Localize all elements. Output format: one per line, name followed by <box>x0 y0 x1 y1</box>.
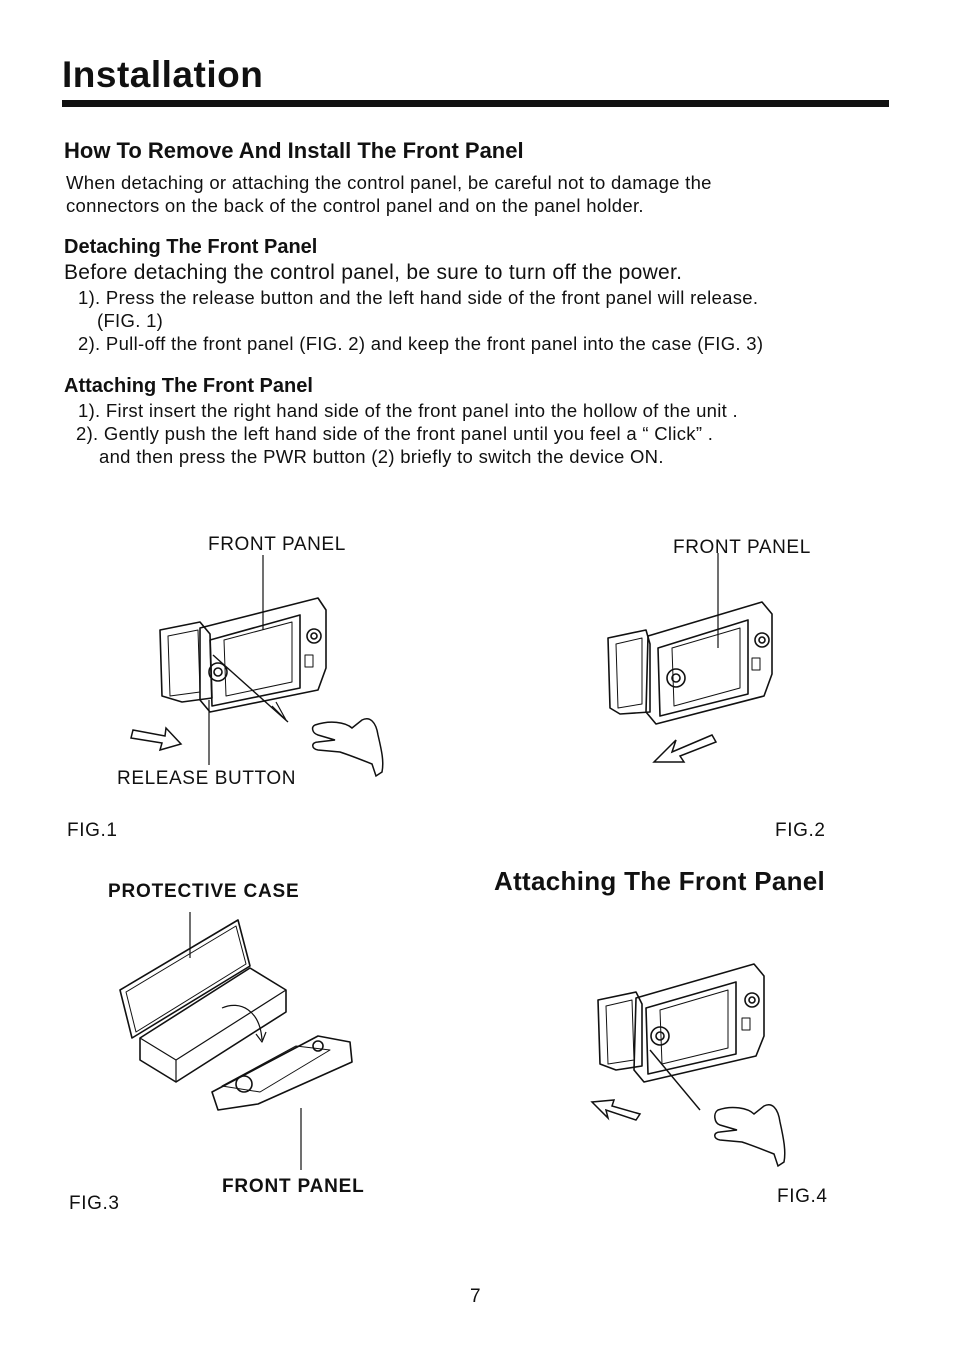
hand-icon <box>714 1104 786 1168</box>
intro-line-1: When detaching or attaching the control … <box>66 172 712 193</box>
fig4-heading: Attaching The Front Panel <box>494 866 826 896</box>
detaching-heading: Detaching The Front Panel <box>64 236 318 258</box>
attaching-step-2: 2). Gently push the left hand side of th… <box>76 423 714 444</box>
fig1-label-release-button: RELEASE BUTTON <box>117 768 297 789</box>
detaching-step-1: 1). Press the release button and the lef… <box>78 287 759 308</box>
fig4-caption: FIG.4 <box>777 1186 828 1207</box>
fig3-label-protective-case: PROTECTIVE CASE <box>108 881 300 902</box>
detaching-lead: Before detaching the control panel, be s… <box>64 261 683 284</box>
arrow-icon <box>590 1099 642 1121</box>
hand-icon <box>311 718 384 778</box>
arrow-icon <box>130 726 183 752</box>
detaching-step-1-ref: (FIG. 1) <box>97 310 164 331</box>
title-rule <box>62 100 889 107</box>
intro-line-2: connectors on the back of the control pa… <box>66 195 644 216</box>
arrow-icon <box>652 734 718 763</box>
fig3-label-front-panel: FRONT PANEL <box>222 1176 365 1197</box>
attaching-step-2-cont: and then press the PWR button (2) briefl… <box>99 446 664 467</box>
fig2-caption: FIG.2 <box>775 820 826 841</box>
detaching-step-2: 2). Pull-off the front panel (FIG. 2) an… <box>78 333 764 354</box>
fig1-label-front-panel: FRONT PANEL <box>208 534 346 555</box>
page-number: 7 <box>470 1286 481 1307</box>
section-heading: How To Remove And Install The Front Pane… <box>64 138 524 163</box>
attaching-heading: Attaching The Front Panel <box>64 375 313 397</box>
page-title: Installation <box>62 54 264 95</box>
fig1-caption: FIG.1 <box>67 820 118 841</box>
attaching-step-1: 1). First insert the right hand side of … <box>78 400 739 421</box>
fig3-caption: FIG.3 <box>69 1193 120 1214</box>
fig2-label-front-panel: FRONT PANEL <box>673 537 811 558</box>
